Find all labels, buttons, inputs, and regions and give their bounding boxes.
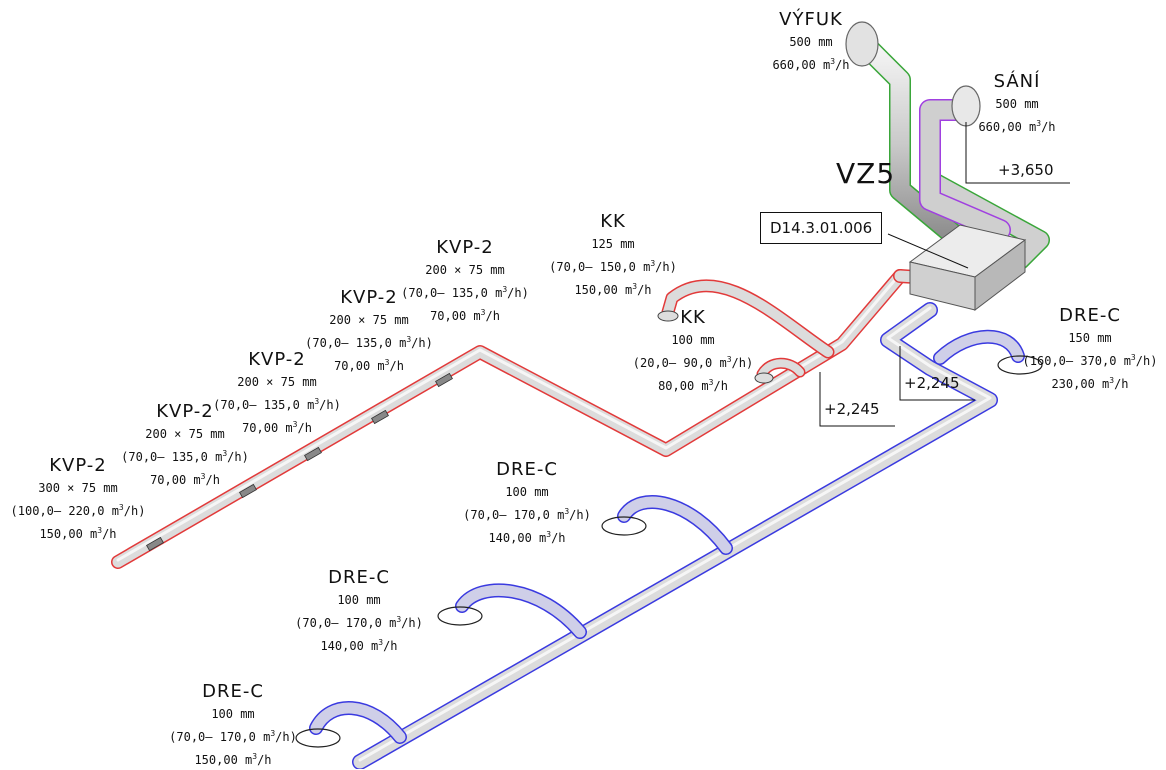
leader-lines [819, 122, 1070, 427]
extract-terminal-label: DRE-C 100 mm (70,0– 170,0 m3/h) 150,00 m… [169, 681, 297, 767]
extract-terminal-label: DRE-C 100 mm (70,0– 170,0 m3/h) 140,00 m… [295, 567, 423, 653]
unit-code-box: D14.3.01.006 [760, 212, 883, 244]
supply-grilles [146, 372, 453, 552]
extract-diffusers [295, 355, 1043, 748]
intake-label: SÁNÍ 500 mm 660,00 m3/h [978, 71, 1056, 134]
supply-terminal-label: KK 100 mm (20,0– 90,0 m3/h) 80,00 m3/h [632, 307, 754, 393]
supply-terminal-label: KVP-2 200 × 75 mm (70,0– 135,0 m3/h) 70,… [213, 349, 341, 435]
exhaust-label: VÝFUK 500 mm 660,00 m3/h [772, 9, 850, 72]
extract-duct-network [309, 302, 1025, 769]
unit-name: VZ5 [836, 157, 896, 190]
supply-duct-network [111, 269, 937, 569]
extract-terminal-label: DRE-C 100 mm (70,0– 170,0 m3/h) 140,00 m… [463, 459, 591, 545]
supply-terminal-label: KVP-2 200 × 75 mm (70,0– 135,0 m3/h) 70,… [121, 401, 249, 487]
elevation-label: +2,245 [824, 400, 880, 418]
air-handling-unit [908, 224, 1027, 312]
supply-terminal-label: KVP-2 300 × 75 mm (100,0– 220,0 m3/h) 15… [10, 455, 146, 541]
supply-terminal-label: KVP-2 200 × 75 mm (70,0– 135,0 m3/h) 70,… [401, 237, 529, 323]
supply-terminal-label: KVP-2 200 × 75 mm (70,0– 135,0 m3/h) 70,… [305, 287, 433, 373]
extract-terminal-label: DRE-C 150 mm (160,0– 370,0 m3/h) 230,00 … [1022, 305, 1158, 391]
elevation-label: +3,650 [998, 161, 1054, 179]
elevation-label: +2,245 [904, 374, 960, 392]
exhaust-duct [845, 21, 1050, 270]
supply-terminal-label: KK 125 mm (70,0– 150,0 m3/h) 150,00 m3/h [549, 211, 677, 297]
intake-duct [919, 85, 1011, 241]
